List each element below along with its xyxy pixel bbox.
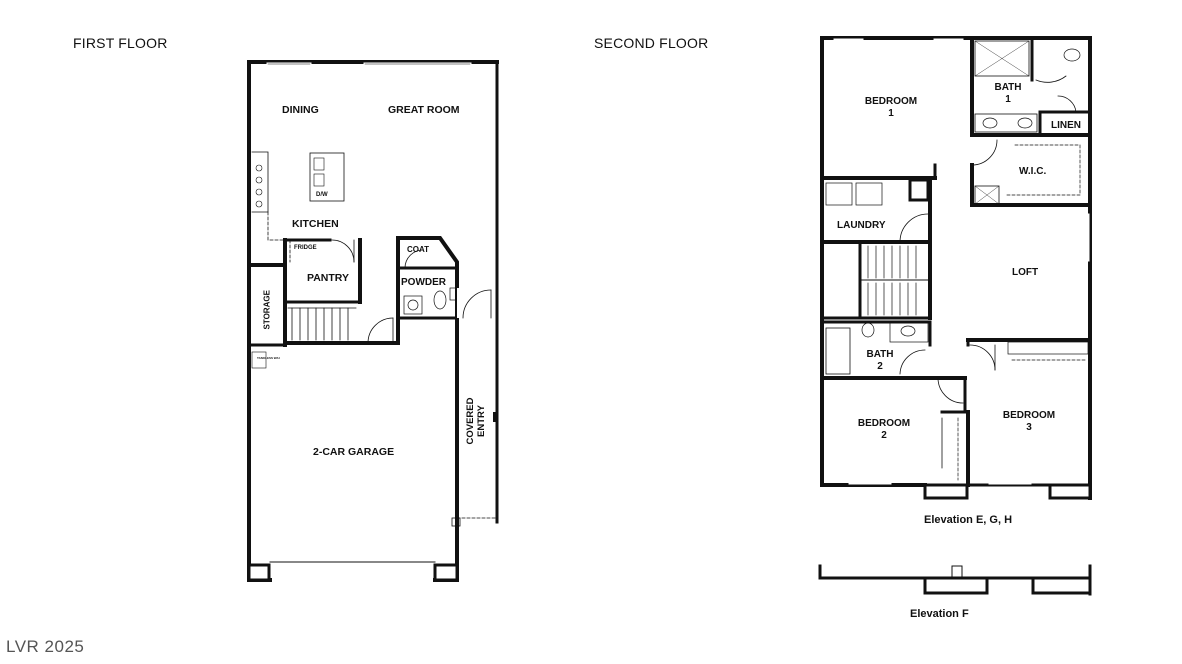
second-floor-title: SECOND FLOOR bbox=[594, 35, 709, 51]
elevation-f-outline bbox=[818, 564, 1092, 596]
room-label-garage: 2-CAR GARAGE bbox=[313, 446, 395, 458]
room-label-linen: LINEN bbox=[1051, 120, 1081, 131]
room-label-powder: POWDER bbox=[401, 277, 446, 288]
room-label-kitchen: KITCHEN bbox=[292, 218, 339, 230]
room-label-coat: COAT bbox=[407, 245, 430, 254]
label-dishwasher: D/W bbox=[316, 192, 328, 198]
room-label-bedroom-3: BEDROOM 3 bbox=[1002, 410, 1056, 433]
watermark: LVR 2025 bbox=[6, 637, 85, 656]
room-label-dining: DINING bbox=[282, 104, 319, 116]
room-label-great-room: GREAT ROOM bbox=[388, 104, 460, 116]
room-label-bath-2: BATH 2 bbox=[866, 349, 894, 372]
room-label-storage: STORAGE bbox=[262, 290, 272, 330]
room-label-bath-1: BATH 1 bbox=[994, 82, 1022, 105]
room-label-pantry: PANTRY bbox=[307, 272, 349, 284]
second-floor-plan bbox=[820, 36, 1092, 500]
label-fridge: FRIDGE bbox=[294, 245, 317, 251]
elevation-egh-label: Elevation E, G, H bbox=[924, 514, 1013, 526]
elevation-f-label: Elevation F bbox=[910, 608, 969, 620]
room-label-bedroom-1: BEDROOM 1 bbox=[864, 96, 918, 119]
room-label-loft: LOFT bbox=[1012, 267, 1039, 278]
first-floor-plan bbox=[247, 60, 499, 582]
room-label-covered-entry: COVERED ENTRY bbox=[465, 397, 487, 445]
room-label-laundry: LAUNDRY bbox=[837, 220, 886, 231]
room-label-bedroom-2: BEDROOM 2 bbox=[857, 418, 911, 441]
label-water-heater: TANKLESS W/H bbox=[257, 356, 280, 360]
room-label-wic: W.I.C. bbox=[1019, 166, 1047, 177]
first-floor-title: FIRST FLOOR bbox=[73, 35, 168, 51]
